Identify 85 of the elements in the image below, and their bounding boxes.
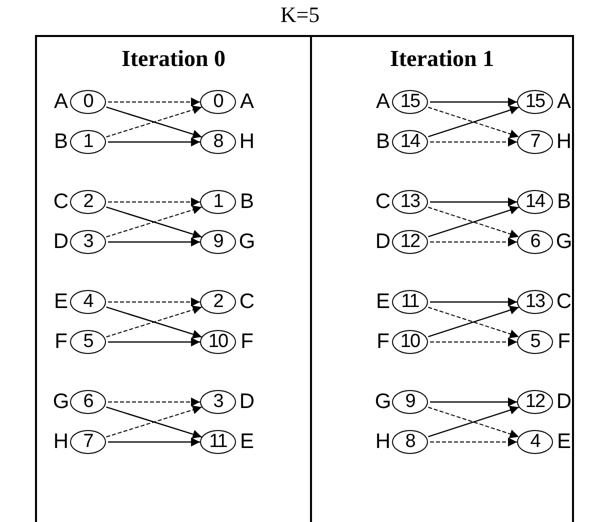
- arrow: [430, 238, 518, 246]
- node-letter: H: [555, 130, 573, 154]
- column-heading: Iteration 0: [120, 45, 227, 73]
- node-letter: E: [556, 430, 572, 454]
- arrow: [430, 438, 518, 446]
- arrow: [108, 98, 200, 106]
- node-letter: E: [374, 290, 391, 314]
- table-column: [35, 35, 310, 522]
- arrow: [108, 338, 200, 346]
- oval-node: 12: [392, 230, 428, 254]
- oval-node: 2: [200, 290, 236, 314]
- node-letter: B: [52, 130, 69, 154]
- node-letter: B: [374, 130, 391, 154]
- arrow: [108, 238, 200, 246]
- table-column: [310, 35, 574, 522]
- oval-node: 5: [70, 330, 106, 354]
- node-letter: B: [556, 190, 572, 214]
- node-letter: H: [374, 430, 392, 454]
- node-letter: C: [374, 190, 392, 214]
- title: K=5: [279, 2, 321, 28]
- node-letter: A: [238, 90, 255, 114]
- node-letter: H: [238, 130, 256, 154]
- oval-node: 3: [200, 390, 236, 414]
- node-letter: F: [556, 330, 572, 354]
- arrow: [430, 138, 518, 146]
- oval-node: 6: [517, 230, 553, 254]
- oval-node: 10: [200, 330, 236, 354]
- arrow: [430, 338, 518, 346]
- oval-node: 0: [70, 90, 106, 114]
- oval-node: 2: [70, 190, 106, 214]
- node-letter: A: [374, 90, 391, 114]
- arrow: [108, 298, 200, 306]
- oval-node: 15: [517, 90, 553, 114]
- node-letter: F: [240, 330, 254, 354]
- oval-node: 14: [517, 190, 553, 214]
- oval-node: 11: [392, 290, 428, 314]
- node-letter: G: [374, 390, 392, 414]
- node-letter: C: [238, 290, 256, 314]
- node-letter: E: [238, 430, 255, 454]
- node-letter: D: [238, 390, 256, 414]
- oval-node: 8: [392, 430, 428, 454]
- oval-node: 15: [392, 90, 428, 114]
- oval-node: 11: [200, 430, 236, 454]
- node-letter: F: [54, 330, 68, 354]
- arrow: [108, 398, 200, 406]
- node-letter: C: [52, 190, 70, 214]
- oval-node: 7: [70, 430, 106, 454]
- oval-node: 8: [200, 130, 236, 154]
- oval-node: 5: [517, 330, 553, 354]
- node-letter: A: [556, 90, 572, 114]
- oval-node: 1: [70, 130, 106, 154]
- arrow: [430, 398, 517, 406]
- arrow: [430, 298, 517, 306]
- node-letter: A: [52, 90, 69, 114]
- node-letter: D: [52, 230, 70, 254]
- oval-node: 4: [517, 430, 553, 454]
- node-letter: D: [555, 390, 573, 414]
- oval-node: 12: [517, 390, 553, 414]
- oval-node: 3: [70, 230, 106, 254]
- oval-node: 1: [200, 190, 236, 214]
- column-heading: Iteration 1: [388, 45, 496, 73]
- node-letter: G: [555, 230, 573, 254]
- oval-node: 10: [392, 330, 428, 354]
- node-letter: G: [238, 230, 256, 254]
- node-letter: B: [238, 190, 255, 214]
- oval-node: 7: [517, 130, 553, 154]
- oval-node: 4: [70, 290, 106, 314]
- oval-node: 0: [200, 90, 236, 114]
- node-letter: F: [376, 330, 390, 354]
- node-letter: H: [52, 430, 70, 454]
- oval-node: 9: [200, 230, 236, 254]
- oval-node: 9: [392, 390, 428, 414]
- arrow: [108, 438, 200, 446]
- oval-node: 6: [70, 390, 106, 414]
- oval-node: 13: [517, 290, 553, 314]
- arrow: [108, 198, 200, 206]
- oval-node: 13: [392, 190, 428, 214]
- node-letter: D: [374, 230, 392, 254]
- arrow: [108, 138, 200, 146]
- arrow: [430, 98, 517, 106]
- oval-node: 14: [392, 130, 428, 154]
- node-letter: E: [52, 290, 69, 314]
- node-letter: C: [555, 290, 573, 314]
- arrow: [430, 198, 517, 206]
- node-letter: G: [52, 390, 70, 414]
